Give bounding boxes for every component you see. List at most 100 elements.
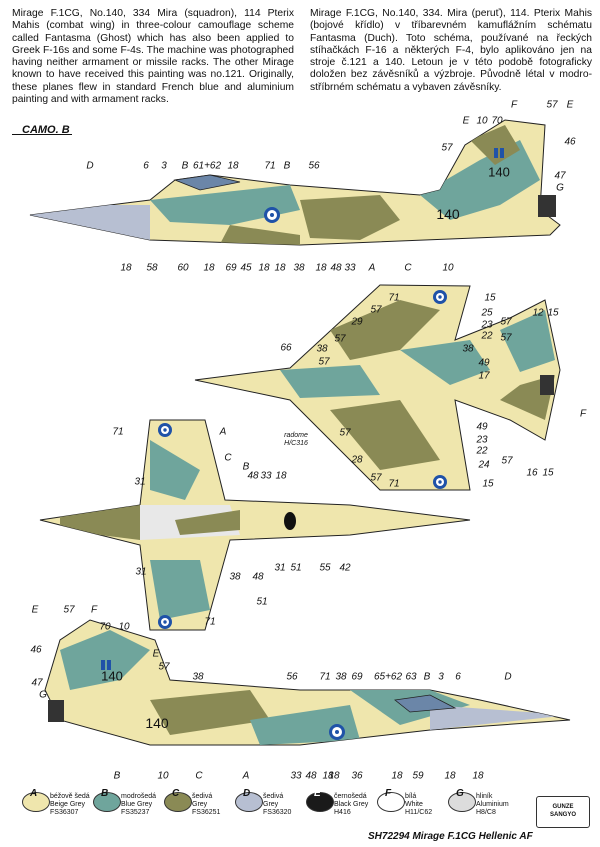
callout-label: 22	[481, 330, 493, 342]
camo-label: CAMO. B	[22, 124, 70, 136]
callout-label: 57	[501, 455, 513, 467]
swatch-chip	[93, 792, 121, 812]
callout-label: 71	[319, 671, 331, 683]
callout-label: E	[31, 604, 39, 616]
callout-label: G	[556, 182, 564, 194]
right-side-profile	[44, 619, 571, 746]
callout-label: 10	[476, 115, 488, 127]
callout-label: 46	[30, 644, 42, 656]
callout-label: 57	[500, 332, 512, 344]
swatch-chip	[235, 792, 263, 812]
callout-label: E	[462, 115, 470, 127]
callout-label: 69	[225, 262, 237, 274]
callout-label: 38	[316, 343, 328, 355]
swatch-letter: B	[101, 788, 109, 799]
callout-label: 55	[319, 562, 331, 574]
callout-label: 57	[546, 99, 558, 111]
callout-label: 18	[120, 262, 132, 274]
callout-label: G	[39, 689, 47, 701]
callout-label: 49	[478, 357, 490, 369]
description-cz: Mirage F.1CG, No.140, 334. Mira (peruť),…	[310, 8, 592, 93]
callout-label: 71	[388, 292, 400, 304]
swatch-letter: D	[243, 788, 251, 799]
callout-label: 15	[484, 292, 496, 304]
callout-label: 10	[157, 770, 169, 782]
callout-label: 10	[118, 621, 130, 633]
callout-label: 70	[491, 115, 503, 127]
callout-label: 18	[444, 770, 456, 782]
callout-label: 61+62	[192, 160, 222, 172]
callout-label: B	[423, 671, 431, 683]
callout-label: 31	[134, 476, 146, 488]
swatch-letter: F	[385, 788, 392, 799]
callout-label: 29	[351, 316, 363, 328]
callout-label: 15	[547, 307, 559, 319]
callout-label: 57	[63, 604, 75, 616]
callout-label: 18	[472, 770, 484, 782]
callout-label: E	[152, 648, 160, 660]
callout-label: B	[242, 461, 250, 473]
callout-label: 31	[274, 562, 286, 574]
swatch-letter: G	[456, 788, 464, 799]
callout-label: F	[90, 604, 98, 616]
serial-left-side: 140	[436, 206, 460, 222]
callout-label: 57	[370, 304, 382, 316]
callout-label: 57	[334, 333, 346, 345]
callout-label: C	[404, 262, 412, 274]
callout-label: 6	[455, 671, 461, 683]
callout-label: 17	[478, 370, 490, 382]
callout-label: 10	[442, 262, 454, 274]
callout-label: 51	[290, 562, 302, 574]
callout-label: C	[195, 770, 203, 782]
callout-label: A	[219, 426, 227, 438]
callout-label: B	[283, 160, 291, 172]
callout-label: 66	[280, 342, 292, 354]
callout-label: 18	[391, 770, 403, 782]
callout-label: 57	[500, 316, 512, 328]
callout-label: 71	[204, 616, 216, 628]
callout-label: 42	[339, 562, 351, 574]
callout-label: 23	[481, 319, 493, 331]
footer-title: SH72294 Mirage F.1CG Hellenic AF	[368, 831, 533, 842]
swatch-chip	[164, 792, 192, 812]
callout-label: 46	[564, 136, 576, 148]
swatch-chip	[306, 792, 334, 812]
radome-note: radome H/C316	[284, 432, 308, 447]
callout-label: 57	[339, 427, 351, 439]
callout-label: 31	[135, 566, 147, 578]
serial-right-side: 140	[145, 715, 169, 731]
swatch-letter: E	[314, 788, 321, 799]
left-side-profile	[29, 119, 561, 246]
callout-label: B	[113, 770, 121, 782]
callout-label: 57	[318, 356, 330, 368]
callout-label: 22	[476, 445, 488, 457]
swatch-name: šedivá Grey FS36251	[192, 793, 221, 817]
callout-label: 28	[351, 454, 363, 466]
callout-label: 48	[252, 571, 264, 583]
callout-label: 38	[462, 343, 474, 355]
callout-label: 3	[161, 160, 167, 172]
callout-label: 48	[305, 770, 317, 782]
callout-label: 18	[315, 262, 327, 274]
callout-label: 65+62	[373, 671, 403, 683]
callout-label: 48	[247, 470, 259, 482]
callout-label: 38	[335, 671, 347, 683]
callout-label: 18	[275, 470, 287, 482]
swatch-name: béžově šedá Beige Grey FS36307	[50, 793, 90, 817]
serial-fin-left: 140	[488, 164, 510, 180]
callout-label: 47	[31, 677, 43, 689]
callout-label: D	[86, 160, 94, 172]
swatch-chip	[448, 792, 476, 812]
callout-label: 24	[478, 459, 490, 471]
callout-label: 57	[158, 661, 170, 673]
callout-label: 70	[99, 621, 111, 633]
swatch-name: černošedá Black Grey H416	[334, 793, 369, 817]
callout-label: 60	[177, 262, 189, 274]
swatch-name: šedivá Grey FS36320	[263, 793, 292, 817]
callout-label: 48	[330, 262, 342, 274]
callout-label: 63	[405, 671, 417, 683]
camo-underline	[12, 134, 72, 135]
swatch-chip	[377, 792, 405, 812]
callout-label: B	[181, 160, 189, 172]
